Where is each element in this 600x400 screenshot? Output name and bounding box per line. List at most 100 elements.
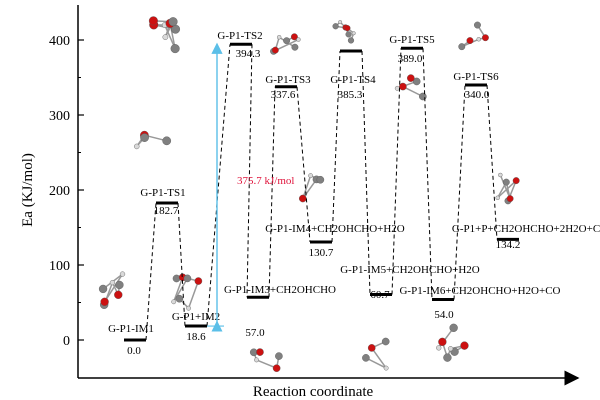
atom: [367, 344, 376, 352]
atom: [175, 294, 184, 303]
state-name-label: G-P1-IM5+CH2OHCHO+H2O: [340, 264, 480, 276]
atom: [419, 92, 427, 101]
atom: [412, 77, 421, 86]
atom: [383, 365, 389, 371]
state-name-label: G-P1-TS5: [389, 34, 435, 46]
connector-line: [296, 86, 311, 243]
atom: [272, 364, 281, 373]
atom: [506, 195, 514, 203]
bond: [173, 277, 184, 303]
state-value-label: 182.7: [154, 205, 179, 217]
state-value-label: 130.7: [309, 247, 334, 259]
atom: [498, 172, 503, 178]
state-name-label: G-P1+IM2: [172, 311, 220, 323]
atom: [98, 284, 108, 294]
state-value-label: 385.3: [338, 89, 363, 101]
atom: [291, 43, 299, 51]
bond: [187, 280, 200, 309]
atom: [296, 37, 301, 42]
atom: [186, 305, 191, 311]
atom: [362, 354, 370, 362]
connector-line: [268, 86, 276, 298]
atom: [171, 299, 177, 305]
molecule-ts2: [148, 16, 181, 54]
atom: [447, 346, 454, 352]
state-name-label: G-P1-IM4+CH2OHCHO+H2O: [265, 223, 405, 235]
state-labels: G-P1-IM10.0G-P1-TS1182.7G-P1+IM218.6G-P1…: [108, 30, 600, 357]
connector-line: [331, 51, 341, 242]
atom: [476, 37, 481, 42]
y-tick-label: 300: [49, 109, 70, 124]
atom: [271, 46, 279, 54]
atom: [399, 82, 407, 91]
atom: [134, 143, 140, 150]
atom: [168, 17, 178, 27]
atom: [512, 177, 520, 185]
atom: [148, 16, 158, 26]
atom: [438, 337, 447, 347]
connector-line: [361, 51, 371, 295]
state-value-label: 389.0: [398, 53, 423, 65]
connector-line: [453, 84, 466, 300]
atom: [183, 274, 192, 283]
connector-lines: [145, 44, 498, 341]
atom: [254, 357, 259, 363]
molecule-ts1: [134, 130, 172, 150]
atom: [119, 271, 126, 277]
molecule-im6: [436, 323, 469, 362]
atom: [338, 20, 343, 25]
molecule-product: [495, 172, 520, 205]
connector-line: [422, 48, 433, 300]
y-tick-label: 400: [49, 34, 70, 49]
molecule-im3: [249, 348, 283, 373]
bond: [499, 174, 511, 199]
atom: [109, 279, 116, 286]
connector-line: [391, 48, 402, 295]
molecule-im1: [98, 271, 126, 309]
atom: [474, 21, 481, 29]
state-name-label: G-P1-IM3+CH2OHCHO: [224, 284, 336, 296]
atom: [170, 44, 180, 54]
atom: [381, 337, 390, 346]
state-name-label: G-P1+P+CH2OHCHO+2H2O+CO: [452, 223, 600, 235]
atom: [114, 290, 123, 299]
state-name-label: G-P1-IM6+CH2OHCHO+H2O+CO: [399, 285, 560, 297]
connector-line: [145, 202, 157, 341]
atom: [502, 178, 510, 186]
state-value-label: 54.0: [434, 309, 454, 321]
barrier-value-label: 375.7 kJ/mol: [237, 175, 294, 187]
atom: [316, 175, 325, 184]
atom: [466, 37, 474, 45]
atom: [436, 345, 442, 351]
atom: [172, 274, 181, 283]
atom: [162, 34, 169, 40]
atom: [115, 280, 124, 290]
atom: [140, 133, 149, 142]
atom: [351, 31, 356, 36]
state-name-label: G-P1-TS6: [453, 71, 499, 83]
y-tick-label: 0: [63, 334, 70, 349]
bond: [302, 178, 318, 199]
atom: [460, 341, 469, 350]
state-value-label: 57.0: [245, 327, 265, 339]
barrier-annotation: 375.7 kJ/mol: [207, 42, 294, 332]
atom: [394, 85, 400, 91]
state-name-label: G-P1-IM1: [108, 323, 154, 335]
atom: [277, 35, 282, 40]
state-value-label: 394.3: [236, 48, 261, 60]
y-tick-label: 100: [49, 259, 70, 274]
bond: [103, 273, 124, 303]
energy-levels: [124, 42, 519, 342]
connector-line: [486, 84, 498, 240]
atom: [194, 277, 203, 285]
connector-line: [177, 202, 186, 327]
atom: [449, 323, 458, 332]
state-value-label: 0.0: [127, 345, 141, 357]
state-name-label: G-P1-TS4: [330, 74, 376, 86]
atom: [256, 348, 264, 356]
state-value-label: 60.7: [370, 289, 390, 301]
atom: [345, 31, 352, 38]
connector-line: [246, 44, 253, 298]
